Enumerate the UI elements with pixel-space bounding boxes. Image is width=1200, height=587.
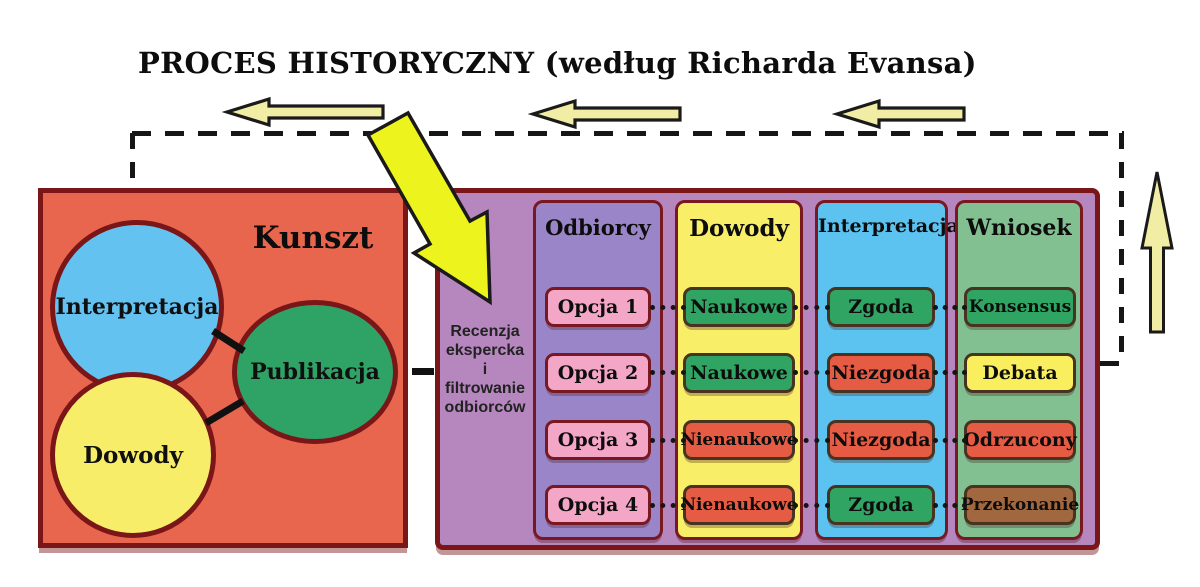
dots-connector	[793, 370, 830, 375]
cell-dowody-1: Naukowe	[683, 287, 795, 327]
feedback-line-top	[132, 131, 1124, 136]
cell-opcja-3: Opcja 3	[545, 420, 651, 460]
cell-wniosek-1: Konsensus	[964, 287, 1076, 327]
kunszt-label: Kunszt	[252, 220, 374, 256]
cell-interpretacja-4: Zgoda	[827, 485, 935, 525]
flow-left-arrow-3	[831, 98, 966, 130]
cell-opcja-2: Opcja 2	[545, 353, 651, 393]
dots-connector	[793, 503, 830, 508]
column-dowody-header: Dowody	[689, 215, 789, 242]
publikacja-circle-label: Publikacja	[250, 359, 380, 385]
cell-opcja-1: Opcja 1	[545, 287, 651, 327]
interpretacja-circle: Interpretacja	[50, 220, 224, 394]
up-arrow	[1140, 171, 1174, 334]
dots-connector	[933, 370, 967, 375]
cell-wniosek-3: Odrzucony	[963, 420, 1077, 460]
publikacja-circle: Publikacja	[232, 300, 398, 444]
diagram-title: PROCES HISTORYCZNY (według Richarda Evan…	[138, 46, 977, 80]
flow-left-arrow-2	[527, 98, 682, 130]
cell-dowody-3: Nienaukowe	[680, 420, 798, 460]
cell-wniosek-4: Przekonanie	[961, 485, 1079, 525]
dots-connector	[650, 370, 686, 375]
feedback-line-left	[130, 133, 135, 190]
column-odbiorcy-header: Odbiorcy	[545, 215, 651, 240]
cell-dowody-2: Naukowe	[683, 353, 795, 393]
feedback-line-right-stub	[1100, 361, 1124, 366]
dots-connector	[650, 503, 686, 508]
dots-connector	[933, 305, 967, 310]
feedback-line-right	[1119, 133, 1124, 365]
flow-left-arrow-1	[221, 96, 385, 128]
dots-connector	[793, 438, 830, 443]
filter-note: Recenzja ekspercka i filtrowanie odbiorc…	[444, 323, 526, 416]
cell-dowody-4: Nienaukowe	[680, 485, 798, 525]
dots-connector	[650, 438, 686, 443]
dots-connector	[933, 438, 967, 443]
cell-interpretacja-1: Zgoda	[827, 287, 935, 327]
interpretacja-circle-label: Interpretacja	[55, 294, 219, 320]
dots-connector	[793, 305, 830, 310]
column-wniosek-header: Wniosek	[966, 215, 1072, 241]
cell-interpretacja-2: Niezgoda	[827, 353, 935, 393]
cell-wniosek-2: Debata	[964, 353, 1076, 393]
box-link-dash	[412, 368, 434, 375]
column-interpretacja-header: Interpretacja	[818, 215, 959, 237]
dowody-circle-label: Dowody	[83, 441, 183, 469]
dots-connector	[650, 305, 686, 310]
cell-opcja-4: Opcja 4	[545, 485, 651, 525]
dots-connector	[933, 503, 967, 508]
cell-interpretacja-3: Niezgoda	[827, 420, 935, 460]
dowody-circle: Dowody	[50, 372, 216, 538]
